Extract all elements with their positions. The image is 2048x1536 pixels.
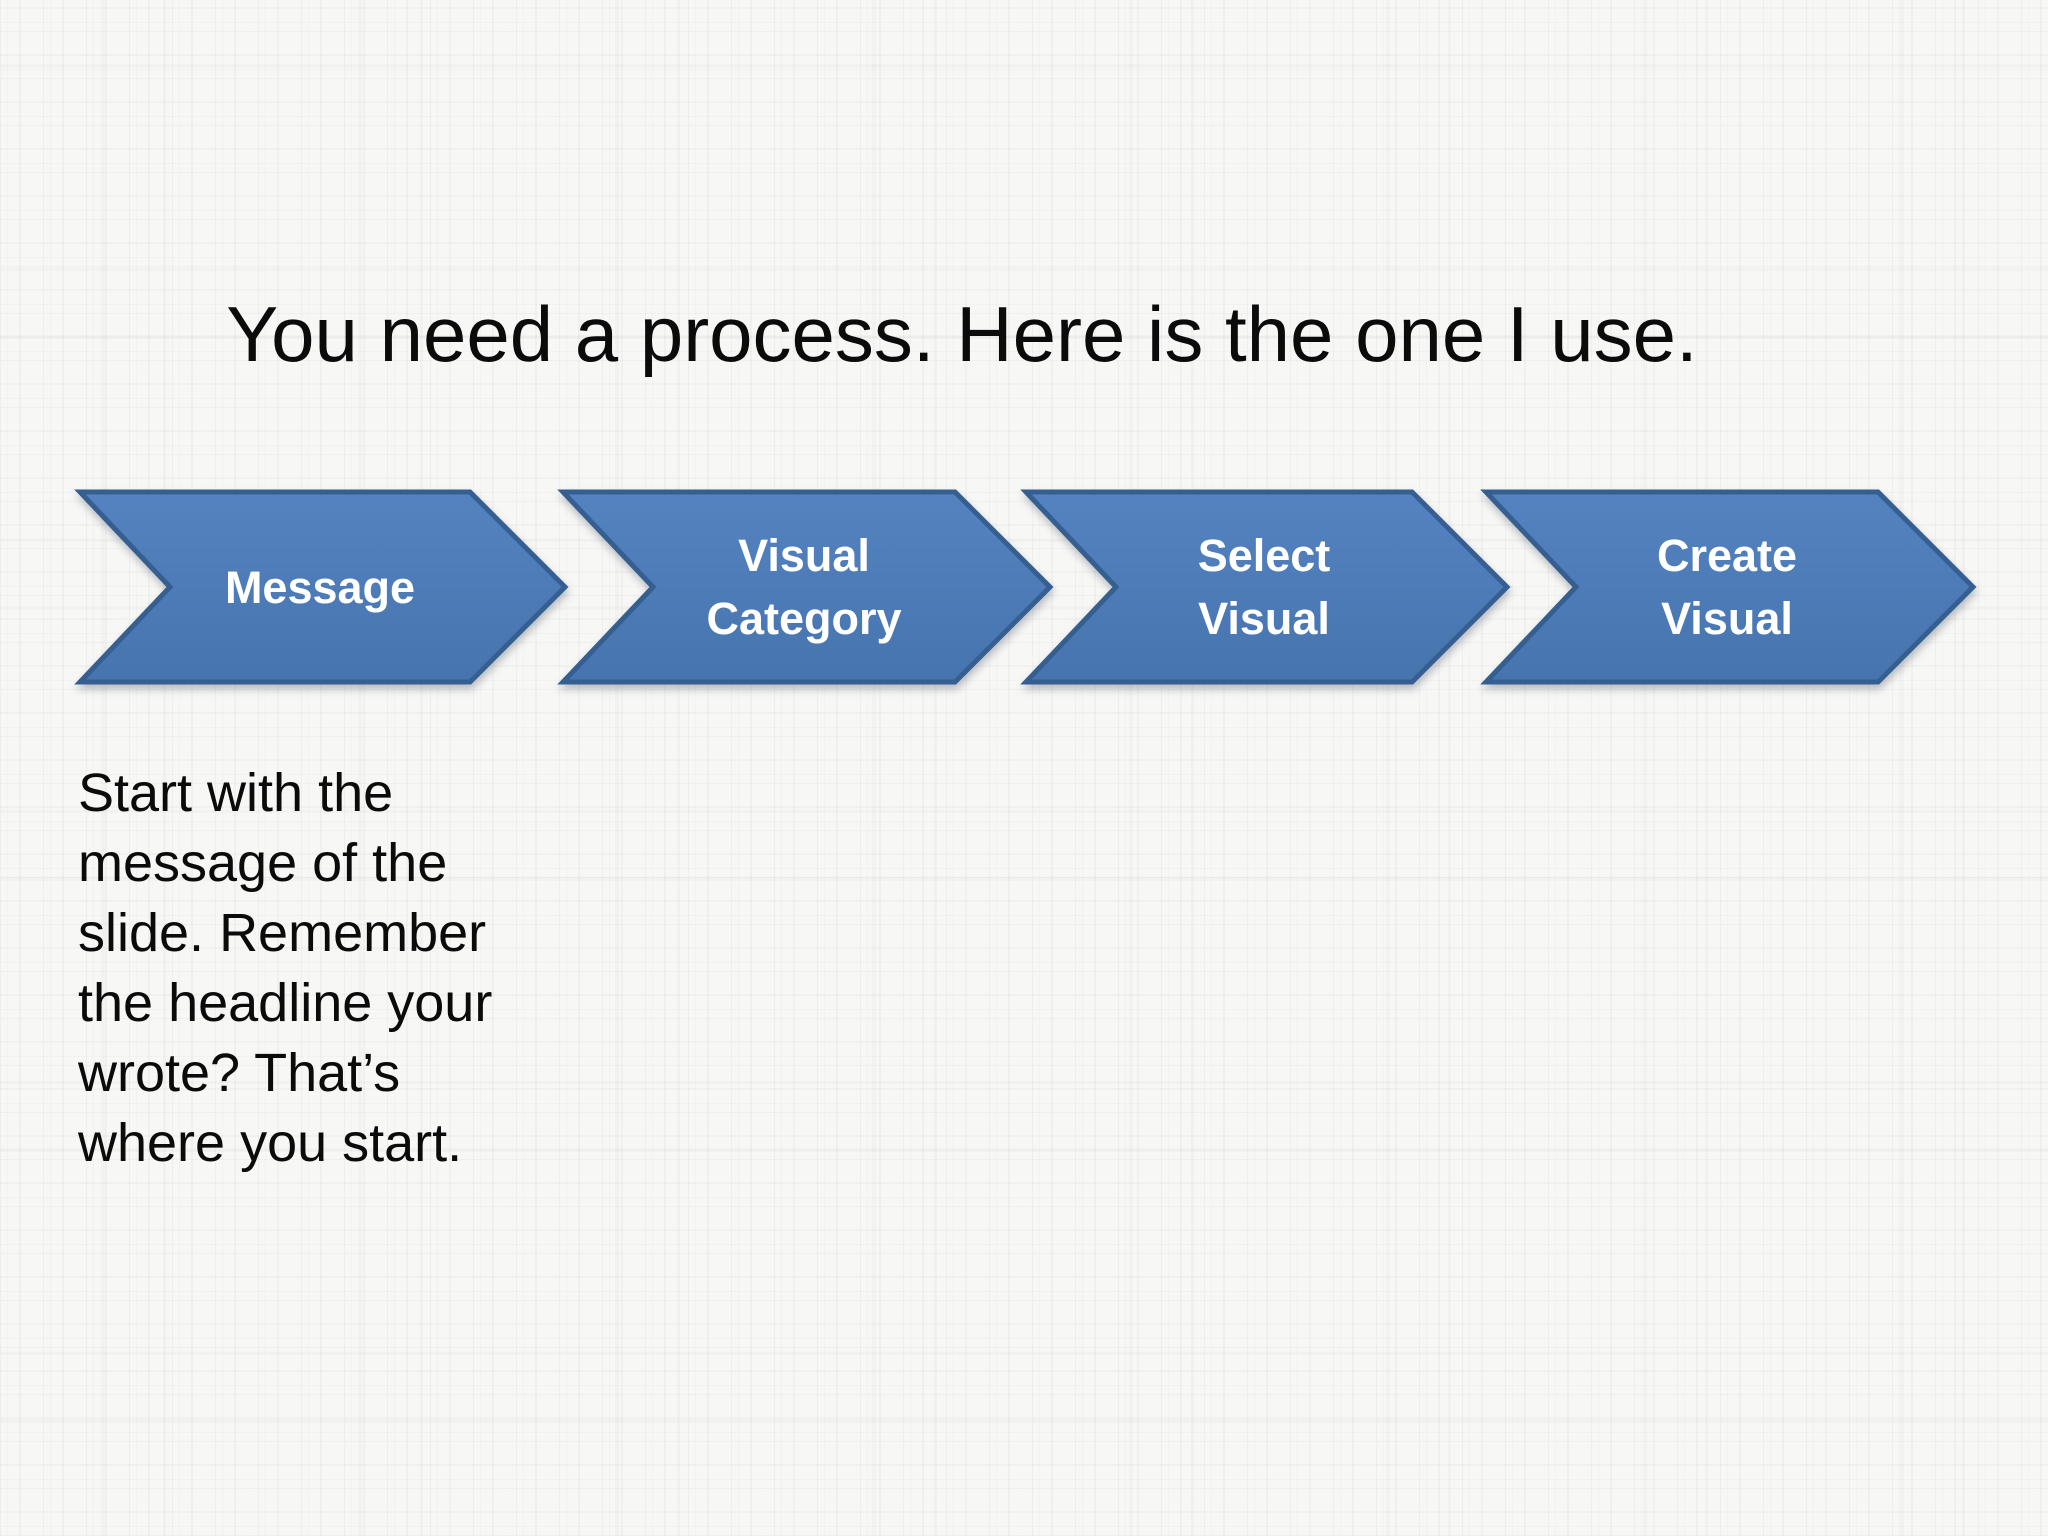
step-1-label: Message — [224, 561, 416, 613]
chevron-step-4-shape — [1480, 489, 1977, 685]
step-2-label: Visual Category — [706, 530, 902, 644]
step-4-label: Create Visual — [1656, 530, 1798, 644]
chevron-step-1-shape — [74, 489, 569, 685]
step-3-label: Select Visual — [1197, 530, 1331, 644]
chevron-step-2-shape — [557, 489, 1054, 685]
chevron-step-3-shape — [1020, 489, 1511, 685]
process-arrows-graphic — [74, 489, 1977, 685]
slide-title: You need a process. Here is the one I us… — [226, 290, 1698, 378]
body-paragraph: Start with the message of the slide. Rem… — [78, 763, 493, 1173]
